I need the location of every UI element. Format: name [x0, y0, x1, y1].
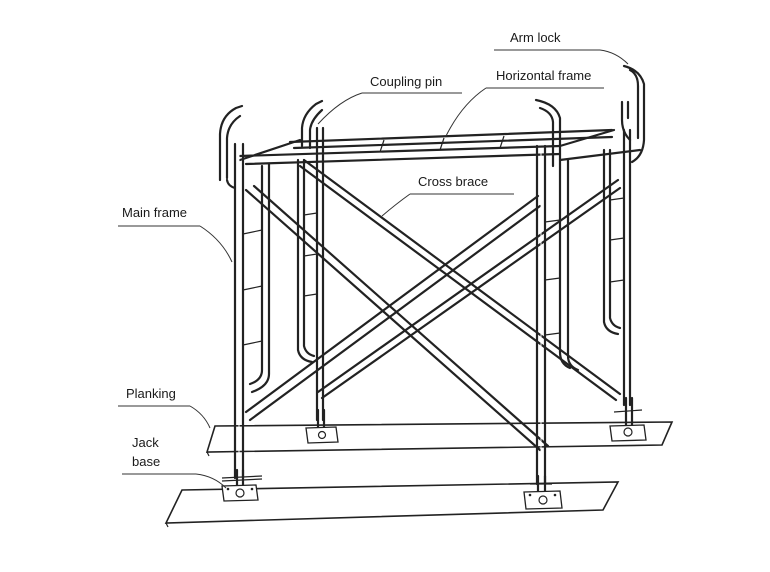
jack-base-front-right — [523, 474, 563, 510]
label-planking: Planking — [118, 386, 211, 429]
coupling-pin-label: Coupling pin — [370, 74, 442, 89]
rear-right-main-frame — [602, 100, 632, 407]
front-plank — [164, 481, 620, 524]
arm-lock-label: Arm lock — [510, 30, 561, 45]
cross-brace — [244, 158, 622, 452]
label-arm-lock: Arm lock — [494, 30, 629, 65]
arm-lock — [622, 64, 646, 164]
jack-base-label-line1: Jack — [132, 435, 159, 450]
jack-base-rear-right — [609, 396, 647, 442]
horizontal-frame-label: Horizontal frame — [496, 68, 591, 83]
label-coupling-pin: Coupling pin — [317, 74, 462, 125]
jack-base-label-line2: base — [132, 454, 160, 469]
label-jack-base: Jack base — [122, 435, 227, 489]
front-left-main-frame — [218, 104, 271, 480]
jack-base-front-left — [221, 468, 263, 502]
horizontal-frame — [238, 128, 642, 166]
cross-brace-label: Cross brace — [418, 174, 488, 189]
jack-base-rear-left — [305, 408, 339, 444]
rear-plank — [205, 421, 674, 453]
front-right-main-frame — [534, 98, 580, 486]
label-horizontal-frame: Horizontal frame — [445, 68, 604, 137]
label-main-frame: Main frame — [118, 205, 233, 263]
rear-left-main-frame — [296, 99, 325, 422]
main-frame-label: Main frame — [122, 205, 187, 220]
planking-label: Planking — [126, 386, 176, 401]
label-cross-brace: Cross brace — [381, 174, 514, 217]
